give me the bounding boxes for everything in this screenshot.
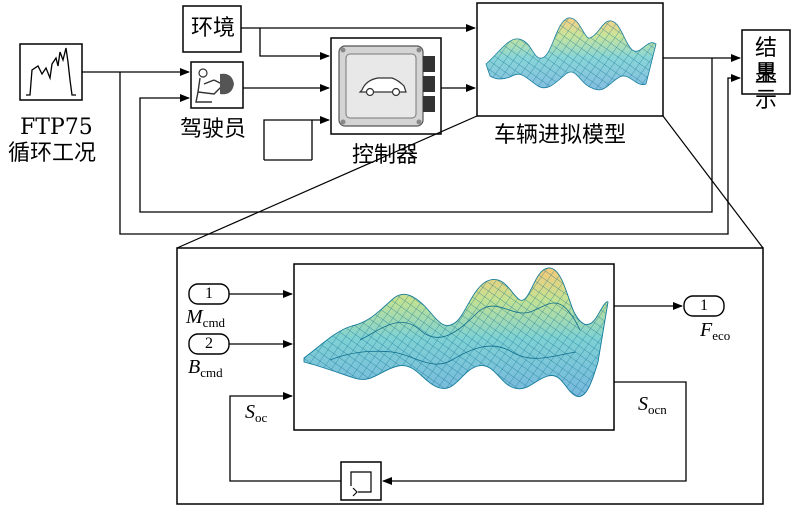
signal-bcmd: Bcmd bbox=[188, 356, 223, 380]
drive-cycle-label-line2: 循环工况 bbox=[8, 141, 97, 166]
driver-icon bbox=[195, 68, 234, 103]
result-display-label-line1: 结果 bbox=[754, 36, 777, 86]
result-display-label-line2: 显示 bbox=[754, 63, 777, 113]
inport-1-number: 1 bbox=[205, 285, 213, 302]
signal-feco: Feco bbox=[700, 319, 731, 343]
subsystem-wires bbox=[229, 290, 687, 485]
signal-soc: Soc bbox=[245, 401, 268, 425]
signal-socn: Socn bbox=[638, 393, 667, 417]
environment-block[interactable] bbox=[182, 5, 242, 53]
unit-delay-block[interactable] bbox=[340, 461, 382, 501]
result-display-block[interactable] bbox=[741, 29, 791, 95]
zoom-lines bbox=[176, 115, 764, 249]
top-level-wires bbox=[82, 24, 741, 235]
environment-label: 环境 bbox=[191, 16, 236, 41]
surface-plot-icon-small bbox=[485, 17, 657, 91]
surface-plot-icon-large bbox=[303, 267, 609, 397]
delay-icon bbox=[350, 471, 372, 493]
signal-mcmd: Mcmd bbox=[186, 306, 226, 330]
ecu-icon bbox=[338, 45, 435, 127]
outport-1-number: 1 bbox=[700, 297, 708, 314]
drive-cycle-profile-icon bbox=[26, 47, 76, 96]
driver-label: 驾驶员 bbox=[180, 117, 247, 142]
vehicle-model-label: 车辆进拟模型 bbox=[494, 123, 627, 148]
outport-1[interactable] bbox=[683, 295, 725, 317]
inport-2-number: 2 bbox=[205, 335, 213, 352]
controller-label: 控制器 bbox=[352, 143, 419, 168]
drive-cycle-label-line1: FTP75 bbox=[20, 115, 93, 140]
